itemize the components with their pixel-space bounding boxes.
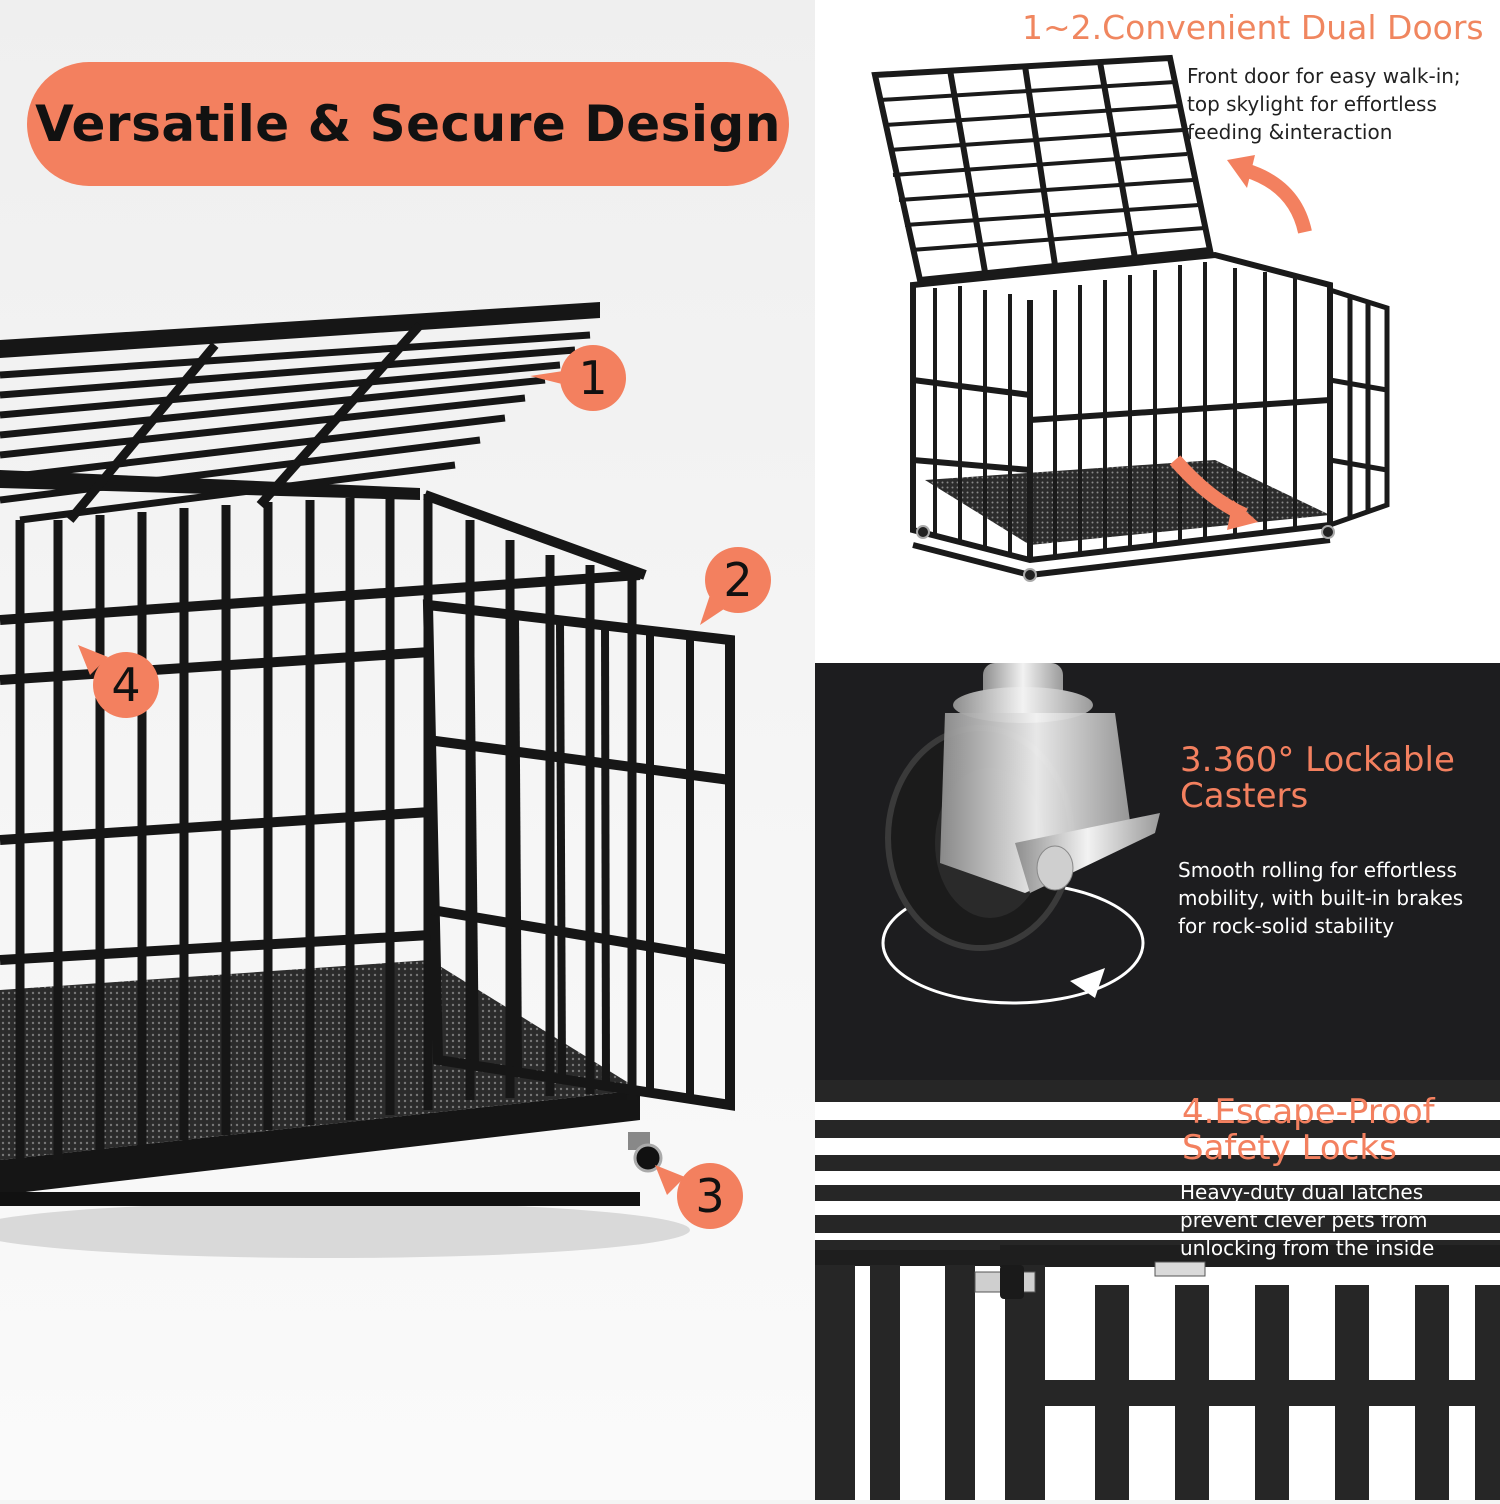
doors-desc-line: Front door for easy walk-in; bbox=[1187, 64, 1461, 88]
callout-pointer-4 bbox=[78, 645, 108, 675]
callout-badge-2: 2 bbox=[705, 547, 771, 613]
locks-desc-line: Heavy-duty dual latches bbox=[1180, 1180, 1424, 1204]
doors-desc-line: top skylight for effortless bbox=[1187, 92, 1437, 116]
locks-desc-line: prevent clever pets from bbox=[1180, 1208, 1428, 1232]
casters-heading-line: 3.360° Lockable bbox=[1180, 740, 1455, 780]
safety-lock-illustration bbox=[815, 1080, 1500, 1500]
large-crate-illustration bbox=[0, 302, 735, 1258]
main-product-panel bbox=[0, 0, 815, 1500]
caster-wheel-illustration bbox=[881, 663, 1160, 1005]
locks-heading-line: 4.Escape-Proof bbox=[1182, 1092, 1435, 1132]
locks-panel bbox=[815, 1080, 1500, 1500]
dual-doors-panel bbox=[815, 0, 1500, 663]
callout-badge-4: 4 bbox=[93, 652, 159, 718]
page-title: Versatile & Secure Design bbox=[35, 95, 781, 153]
casters-heading-line: Casters bbox=[1180, 776, 1309, 816]
casters-desc-line: for rock-solid stability bbox=[1178, 914, 1395, 938]
callout-number: 4 bbox=[111, 658, 141, 712]
locks-heading-line: Safety Locks bbox=[1182, 1128, 1397, 1168]
casters-description: Smooth rolling for effortless mobility, … bbox=[1178, 856, 1488, 940]
callout-badge-3: 3 bbox=[677, 1163, 743, 1229]
casters-panel bbox=[815, 663, 1500, 1080]
doors-description: Front door for easy walk-in; top skyligh… bbox=[1187, 62, 1487, 146]
casters-heading: 3.360° Lockable Casters bbox=[1180, 742, 1480, 814]
casters-desc-line: mobility, with built-in brakes bbox=[1178, 886, 1464, 910]
doors-heading: 1~2.Convenient Dual Doors bbox=[1022, 8, 1484, 47]
locks-desc-line: unlocking from the inside bbox=[1180, 1236, 1435, 1260]
locks-description: Heavy-duty dual latches prevent clever p… bbox=[1180, 1178, 1490, 1262]
callout-number: 1 bbox=[578, 351, 608, 405]
small-crate-illustration bbox=[871, 54, 1390, 582]
callout-number: 3 bbox=[695, 1169, 725, 1223]
casters-desc-line: Smooth rolling for effortless bbox=[1178, 858, 1457, 882]
locks-heading: 4.Escape-Proof Safety Locks bbox=[1182, 1094, 1482, 1166]
callout-number: 2 bbox=[723, 553, 753, 607]
title-banner: Versatile & Secure Design bbox=[27, 62, 789, 186]
callout-pointer-3 bbox=[655, 1165, 685, 1195]
callout-badge-1: 1 bbox=[560, 345, 626, 411]
doors-desc-line: feeding &interaction bbox=[1187, 120, 1393, 144]
